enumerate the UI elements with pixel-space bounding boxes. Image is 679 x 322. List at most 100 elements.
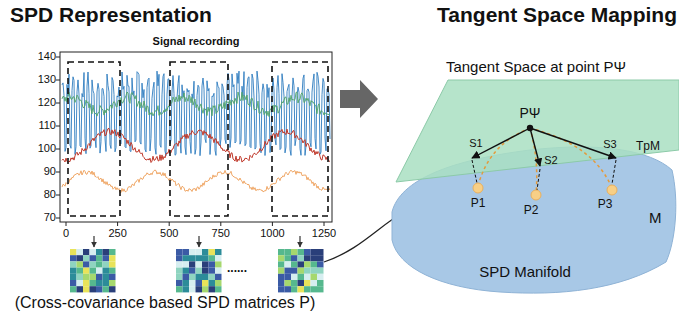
axis-tick-label: 250 xyxy=(108,227,126,239)
point-label: P1 xyxy=(471,197,486,210)
matrix-cell xyxy=(202,274,209,280)
axis-tick-label: 100 xyxy=(38,142,56,154)
matrix-cell xyxy=(311,249,318,255)
geodesic xyxy=(530,128,537,194)
matrix-cell xyxy=(202,268,209,274)
down-arrow xyxy=(93,236,94,247)
axis-tick-label: 120 xyxy=(38,96,56,108)
axis-tick-label: 80 xyxy=(44,188,56,200)
matrix-cell xyxy=(304,261,311,267)
projection-line xyxy=(612,160,616,184)
axis-tick-label: 110 xyxy=(38,119,56,131)
matrix-cell xyxy=(202,249,209,255)
tangent-vector xyxy=(530,128,616,158)
matrix-cell xyxy=(109,268,116,274)
matrix-cell xyxy=(189,255,196,261)
matrix-cell xyxy=(291,286,298,292)
matrix-cell xyxy=(285,249,292,255)
matrix-cell xyxy=(109,249,116,255)
matrix-cell xyxy=(304,274,311,280)
matrix-cell xyxy=(83,280,90,286)
matrix-cell xyxy=(304,286,311,292)
matrix-cell xyxy=(189,274,196,280)
signal-green xyxy=(62,92,330,117)
matrix-cell xyxy=(70,249,77,255)
matrix-cell xyxy=(278,255,285,261)
matrix-cell xyxy=(202,286,209,292)
matrix-cell xyxy=(183,249,190,255)
matrix-caption: (Cross-covariance based SPD matrices P) xyxy=(15,294,316,312)
point-label: P2 xyxy=(524,204,539,217)
matrix-cell xyxy=(311,280,318,286)
matrix-cell xyxy=(285,274,292,280)
matrix-cell xyxy=(176,274,183,280)
matrix-cell xyxy=(209,268,216,274)
matrix-cell xyxy=(215,280,222,286)
matrix-cell xyxy=(96,280,103,286)
matrix-cell xyxy=(278,286,285,292)
matrix-cell xyxy=(96,255,103,261)
matrix-cell xyxy=(285,280,292,286)
tick xyxy=(56,103,60,104)
matrix-cell xyxy=(103,268,110,274)
tick xyxy=(56,218,60,219)
axis-tick-label: 1000 xyxy=(260,227,284,239)
plot-title: Signal recording xyxy=(153,35,240,47)
matrix-cell xyxy=(176,268,183,274)
matrix-cell xyxy=(196,274,203,280)
projection-line xyxy=(537,169,540,190)
matrix-cell xyxy=(189,268,196,274)
geodesic xyxy=(478,128,530,186)
axis-tick-label: 750 xyxy=(212,227,230,239)
matrix-cell xyxy=(209,280,216,286)
big-arrow xyxy=(340,80,378,118)
tick xyxy=(272,222,273,226)
tick xyxy=(56,195,60,196)
matrix-cell xyxy=(90,261,97,267)
matrix-cell xyxy=(70,255,77,261)
matrix-cell xyxy=(317,280,324,286)
matrix-cell xyxy=(215,268,222,274)
matrix-cell xyxy=(278,261,285,267)
manifold-title: SPD Manifold xyxy=(479,264,571,281)
matrix-cell xyxy=(109,255,116,261)
tick xyxy=(117,222,118,226)
matrix-cell xyxy=(317,249,324,255)
axis-tick-label: 500 xyxy=(160,227,178,239)
panel-heading: SPD Representation xyxy=(10,3,212,26)
matrix-cell xyxy=(215,274,222,280)
matrix-cell xyxy=(209,286,216,292)
matrix-cell xyxy=(176,286,183,292)
matrix-cell xyxy=(215,286,222,292)
matrix-cell xyxy=(304,249,311,255)
manifold-point xyxy=(607,185,617,195)
matrix-cell xyxy=(291,261,298,267)
window-box xyxy=(170,62,228,216)
matrix-cell xyxy=(278,280,285,286)
tangent-plane xyxy=(396,80,679,182)
down-arrow xyxy=(198,236,199,247)
matrix-cell xyxy=(90,274,97,280)
matrix-cell xyxy=(317,274,324,280)
matrix-cell xyxy=(311,274,318,280)
matrix-cell xyxy=(96,249,103,255)
matrix-cell xyxy=(215,261,222,267)
manifold-label: M xyxy=(649,210,662,227)
matrix-cell xyxy=(196,280,203,286)
matrix-cell xyxy=(196,286,203,292)
matrix-cell xyxy=(304,280,311,286)
matrix-cell xyxy=(291,280,298,286)
matrix-cell xyxy=(90,286,97,292)
matrix-cell xyxy=(183,261,190,267)
manifold-point xyxy=(473,183,483,193)
matrix-cell xyxy=(109,286,116,292)
matrix-cell xyxy=(278,268,285,274)
matrix-cell xyxy=(196,249,203,255)
axis-tick-label: 1250 xyxy=(312,227,336,239)
matrix-cell xyxy=(70,268,77,274)
matrix-cell xyxy=(285,261,292,267)
matrix-cell xyxy=(291,268,298,274)
matrix-cell xyxy=(109,261,116,267)
matrix-cell xyxy=(304,268,311,274)
